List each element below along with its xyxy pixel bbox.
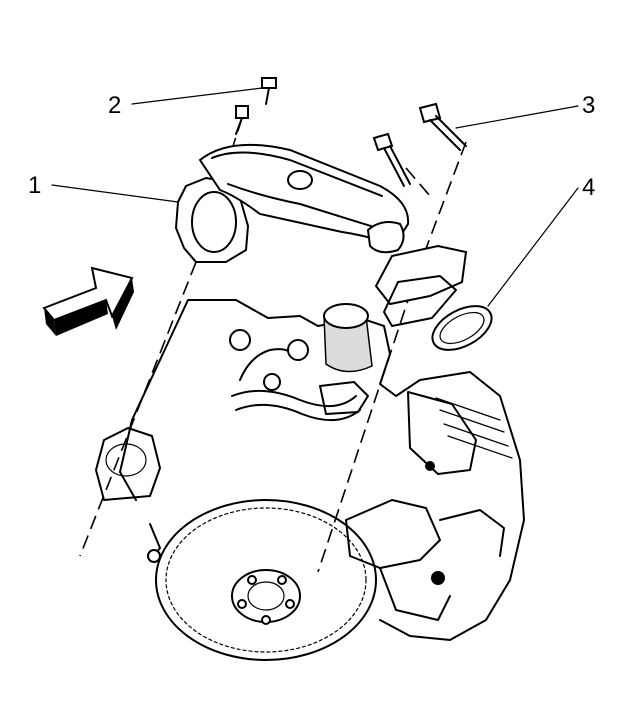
- direction-arrow-icon: [42, 266, 134, 336]
- callout-leaders: [51, 87, 579, 307]
- leader-3: [455, 105, 579, 129]
- starter-bracket: [147, 499, 505, 621]
- callout-label-2: 2: [108, 92, 122, 119]
- leader-4: [487, 187, 579, 307]
- manifold-outlet-flange: [374, 244, 468, 327]
- engine-block: [95, 299, 525, 641]
- bolt-item-3: [372, 102, 467, 187]
- leader-2: [131, 87, 263, 105]
- wiring-harness: [229, 329, 369, 422]
- callout-label-3: 3: [582, 92, 596, 119]
- gasket-item-4: [431, 305, 493, 351]
- flywheel: [155, 499, 377, 661]
- exhaust-manifold-item-1: [174, 143, 410, 263]
- bolt-item-2: [235, 77, 277, 135]
- callout-label-4: 4: [582, 174, 596, 201]
- leader-1: [51, 184, 179, 203]
- callout-label-1: 1: [28, 172, 42, 199]
